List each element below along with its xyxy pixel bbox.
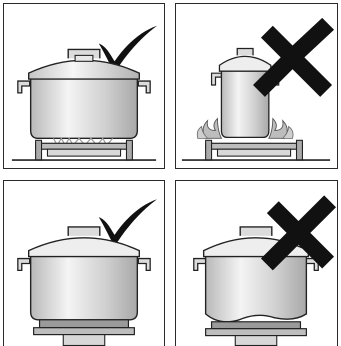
panel-gas-too-small-pot	[175, 3, 338, 169]
gas-correct-illustration	[4, 4, 164, 168]
ring-deformed-illustration	[176, 181, 337, 346]
pot	[18, 49, 150, 138]
gas-too-small-illustration	[176, 4, 337, 168]
ring-burner	[206, 322, 307, 346]
panel-ring-deformed-pot	[175, 180, 338, 346]
panel-gas-correct-pot	[3, 3, 165, 169]
ring-correct-illustration	[4, 181, 164, 346]
pot	[18, 227, 150, 320]
gas-burner	[12, 138, 156, 160]
cross-mark-icon	[253, 18, 334, 97]
ring-burner	[34, 320, 135, 346]
panel-ring-correct-pot	[3, 180, 165, 346]
gas-burner	[182, 140, 330, 160]
